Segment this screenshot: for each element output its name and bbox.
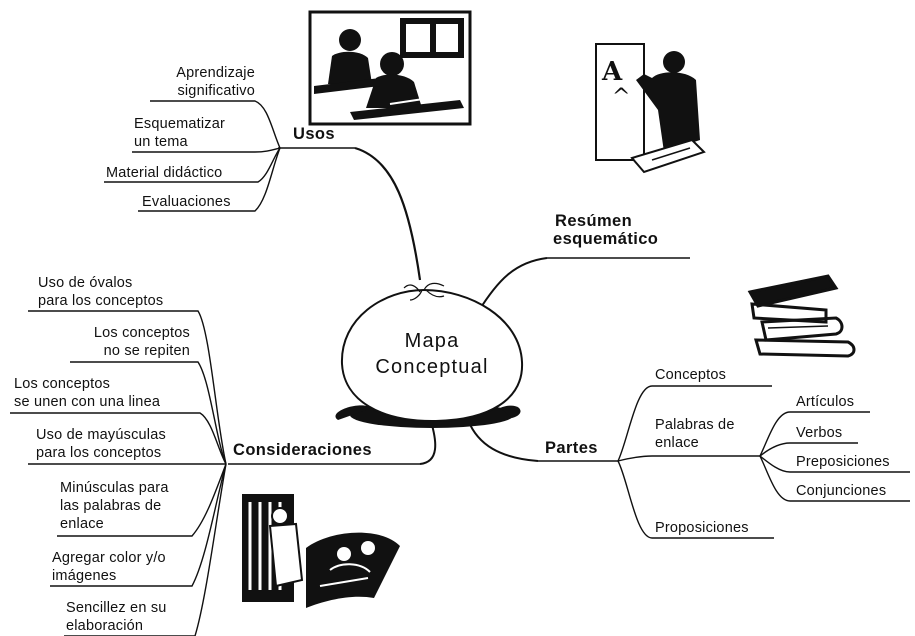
usos-item-1-line (150, 100, 281, 149)
resumen-line-1: Resúmen (555, 212, 633, 230)
students-writing-clipart (308, 10, 472, 126)
cons-item-2-line1: Los conceptos (93, 325, 190, 341)
cons-item-7: Sencillez en su elaboración (66, 599, 167, 635)
center-line-1: Mapa (404, 330, 460, 352)
cons-item-6-line (50, 463, 227, 587)
usos-item-4: Evaluaciones (142, 194, 231, 210)
partes-item-2-line1: Palabras de (655, 417, 735, 433)
partes-item-3: Proposiciones (655, 520, 749, 536)
usos-item-1-line1: Aprendizaje (176, 65, 255, 81)
center-line-2: Conceptual (375, 356, 489, 378)
partes-sub-3-line (759, 455, 910, 473)
cons-item-5-line1: Minúsculas para (60, 480, 169, 496)
cons-item-2-line2: no se repiten (103, 343, 190, 359)
center-oval (335, 282, 524, 428)
cons-item-4-line2: para los conceptos (36, 445, 162, 461)
partes-item-1: Conceptos (655, 367, 727, 383)
cons-item-7-line2: elaboración (66, 618, 144, 634)
cons-item-1-line1: Uso de óvalos (38, 275, 133, 291)
usos-item-1: Aprendizaje significativo (130, 64, 255, 100)
central-concept: Mapa Conceptual (352, 328, 512, 380)
branch-usos-label: Usos (293, 125, 335, 143)
cons-item-7-line (64, 463, 227, 636)
partes-stem (467, 419, 539, 462)
usos-item-4-line (138, 147, 281, 212)
partes-sub-4: Conjunciones (796, 483, 887, 499)
partes-item-2-line (617, 455, 760, 462)
partes-item-2-line2: enlace (655, 435, 699, 451)
branch-partes-label: Partes (545, 439, 598, 457)
cons-item-5-line (57, 463, 227, 537)
cons-item-1-line (28, 310, 227, 465)
cons-item-1-line2: para los conceptos (38, 293, 164, 309)
cons-item-6-line1: Agregar color y/o (52, 550, 166, 566)
partes-item-3-line (617, 460, 774, 539)
svg-text:A: A (601, 57, 623, 87)
resumen-line-2: esquemático (553, 230, 659, 248)
cons-item-4-line1: Uso de mayúsculas (36, 427, 166, 443)
branch-resumen: Resúmen esquemático (553, 212, 658, 248)
partes-item-1-line (617, 385, 772, 462)
cons-item-5-line3: enlace (60, 516, 104, 532)
usos-item-1-line2: significativo (177, 83, 255, 99)
consideraciones-stem (419, 424, 437, 465)
cons-item-6: Agregar color y/o imágenes (52, 549, 166, 585)
cons-item-1: Uso de óvalos para los conceptos (38, 274, 163, 310)
usos-stem (354, 146, 422, 281)
svg-text:^: ^ (612, 85, 630, 110)
usos-item-3: Material didáctico (106, 165, 223, 181)
cons-item-6-line2: imágenes (52, 568, 117, 584)
stacked-books-clipart (747, 274, 856, 358)
partes-sub-2: Verbos (796, 425, 843, 441)
partes-sub-3: Preposiciones (796, 454, 890, 470)
cons-item-3: Los conceptos se unen con una linea (14, 375, 160, 411)
cons-item-5: Minúsculas para las palabras de enlace (60, 479, 169, 533)
partes-sub-2-line (759, 442, 858, 457)
usos-item-2-line1: Esquematizar (134, 116, 226, 132)
cons-item-4: Uso de mayúsculas para los conceptos (36, 426, 166, 462)
usos-item-2: Esquematizar un tema (134, 115, 225, 151)
cons-item-5-line2: las palabras de (60, 498, 162, 514)
library-readers-clipart (242, 494, 400, 608)
usos-item-3-line (104, 147, 281, 183)
teacher-at-board-clipart: A ^ (595, 43, 706, 174)
partes-sub-1: Artículos (796, 394, 855, 410)
usos-item-2-line (132, 147, 281, 153)
cons-item-3-line (10, 412, 227, 465)
oval-shape (340, 288, 524, 423)
branch-consideraciones-label: Consideraciones (233, 441, 372, 459)
cons-item-2: Los conceptos no se repiten (60, 324, 190, 360)
cons-item-3-line2: se unen con una linea (14, 394, 161, 410)
usos-item-2-line2: un tema (134, 134, 188, 150)
partes-sub-4-line (759, 455, 910, 502)
cons-item-2-line (70, 361, 227, 465)
partes-item-2: Palabras de enlace (655, 416, 735, 452)
cons-item-7-line1: Sencillez en su (66, 600, 167, 616)
partes-sub-1-line (759, 411, 870, 457)
cons-item-3-line1: Los conceptos (14, 376, 111, 392)
resumen-stem (477, 257, 548, 313)
